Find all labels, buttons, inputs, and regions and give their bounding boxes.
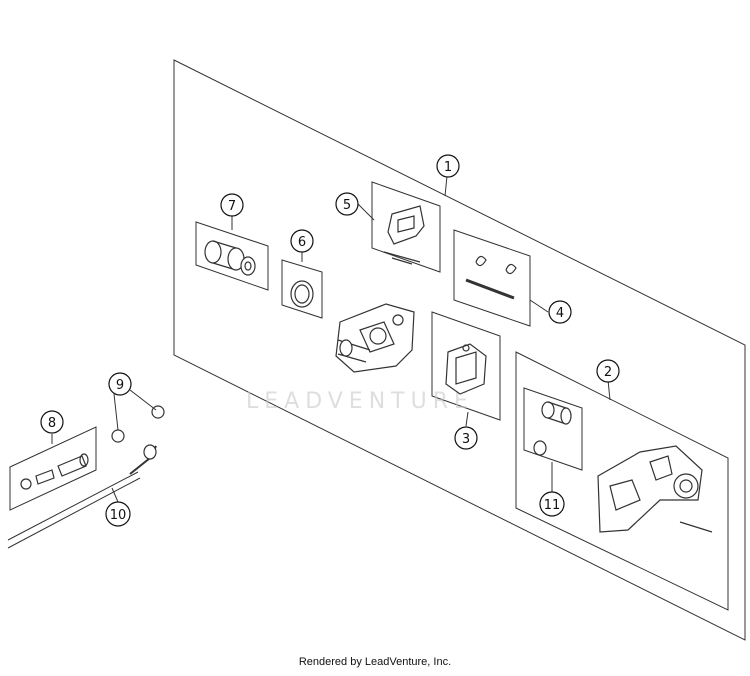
part-drawings — [7, 205, 713, 549]
callout-3[interactable]: 3 — [454, 426, 478, 450]
kit-box-3 — [431, 311, 501, 421]
callout-10[interactable]: 10 — [105, 501, 131, 527]
part-10-brake-line — [7, 444, 157, 549]
part-7-piston — [204, 240, 256, 276]
svg-text:5: 5 — [343, 198, 351, 213]
callout-5[interactable]: 5 — [335, 192, 359, 216]
kit-box-7 — [195, 221, 269, 291]
part-2-caliper-body — [597, 445, 713, 533]
kit-box-5 — [371, 181, 441, 273]
callout-9[interactable]: 9 — [108, 372, 132, 396]
assembly-panel-1 — [173, 59, 746, 641]
callout-7[interactable]: 7 — [220, 193, 244, 217]
callout-11[interactable]: 11 — [539, 491, 565, 517]
svg-text:9: 9 — [116, 378, 124, 393]
svg-text:4: 4 — [556, 306, 564, 321]
part-3-bracket — [445, 343, 487, 395]
svg-text:10: 10 — [110, 508, 127, 523]
svg-text:1: 1 — [444, 160, 452, 175]
callout-4[interactable]: 4 — [548, 300, 572, 324]
svg-text:11: 11 — [544, 498, 561, 513]
part-11-bleeders — [533, 401, 572, 456]
kit-box-11 — [523, 387, 583, 471]
svg-text:3: 3 — [462, 432, 470, 447]
part-9-oring-a — [111, 429, 125, 443]
callout-6[interactable]: 6 — [290, 229, 314, 253]
svg-text:6: 6 — [298, 235, 306, 250]
footer-credit: Rendered by LeadVenture, Inc. — [298, 656, 452, 668]
watermark-text: LEADVENTURE — [246, 389, 474, 414]
callout-2[interactable]: 2 — [596, 359, 620, 383]
part-8-fittings — [20, 453, 89, 490]
kit-box-4 — [453, 229, 531, 327]
part-4-pin — [465, 255, 517, 300]
part-6-seal — [290, 280, 314, 308]
kit-box-8 — [9, 426, 97, 511]
part-9-oring-b — [151, 405, 165, 419]
part-caliper-assembly — [335, 303, 415, 373]
svg-text:2: 2 — [604, 365, 612, 380]
callout-1[interactable]: 1 — [436, 154, 460, 178]
svg-text:7: 7 — [228, 199, 236, 214]
kit-box-6 — [281, 259, 323, 319]
assembly-panel-2 — [515, 351, 729, 611]
callout-8[interactable]: 8 — [40, 410, 64, 434]
svg-text:8: 8 — [48, 416, 56, 431]
part-5-pads — [383, 205, 425, 265]
callouts: 1 2 3 4 5 6 7 8 — [40, 154, 620, 527]
